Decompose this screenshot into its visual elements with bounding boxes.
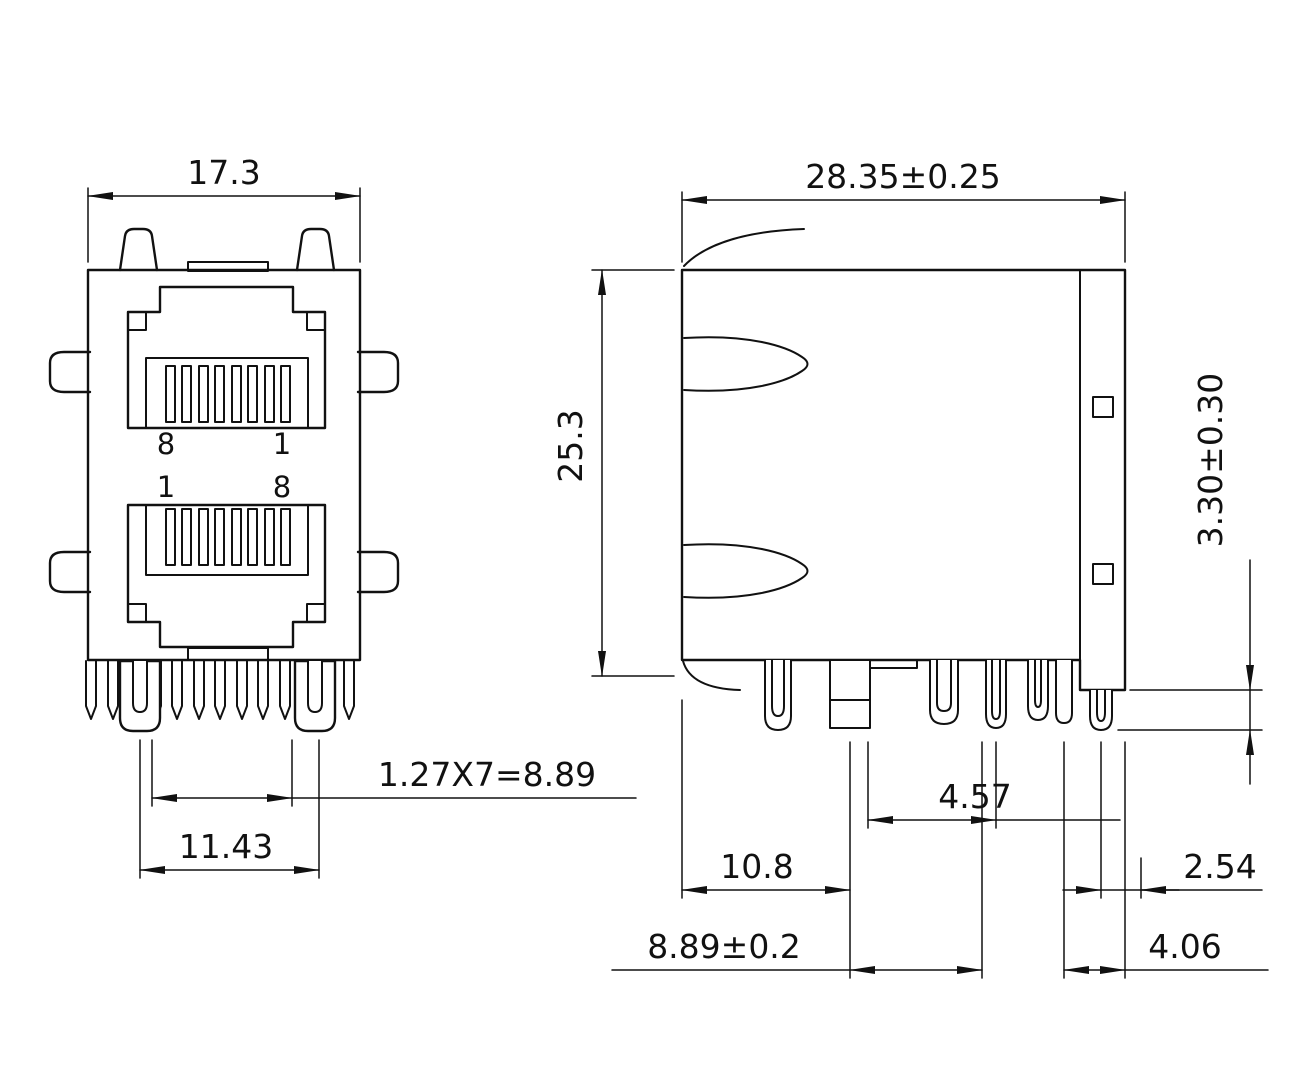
dim-pin-pitch: 1.27X7=8.89	[151, 739, 637, 807]
dim-10-8-text: 10.8	[720, 847, 793, 886]
dim-side-width-text: 28.35±0.25	[805, 157, 1001, 196]
spring-finger-upper	[683, 336, 809, 392]
plastic-post-slot	[771, 659, 785, 717]
upper-port-contacts	[165, 365, 291, 423]
dim-pin-protrusion-text: 3.30±0.30	[1191, 373, 1230, 548]
dim-pin-pitch-text: 1.27X7=8.89	[378, 755, 596, 794]
extension-lines	[591, 269, 675, 677]
dim-front-width: 17.3	[87, 153, 361, 263]
dim-lock-span-text: 11.43	[179, 827, 273, 866]
emi-tab-right-lower	[356, 550, 400, 594]
lower-port-contacts	[165, 508, 291, 566]
emi-tab-left-upper	[48, 350, 92, 394]
contact-pin	[214, 365, 225, 423]
dim-8-89: 8.89±0.2	[611, 741, 983, 979]
upper-port-pin1-label: 1	[273, 427, 291, 461]
dim-side-height: 25.3	[551, 269, 675, 677]
extension-lines	[87, 187, 361, 263]
contact-pin	[181, 508, 192, 566]
upper-port-contact-frame	[145, 357, 309, 429]
flange-pin-slot	[1096, 689, 1106, 722]
dim-pin-protrusion: 3.30±0.30	[1117, 373, 1263, 785]
contact-pin	[181, 365, 192, 423]
contact-pin	[231, 365, 242, 423]
dim-lock-span: 11.43	[139, 739, 320, 879]
lower-port-corner-notches	[127, 603, 326, 623]
lower-port-contact-frame	[145, 504, 309, 576]
side-pins	[764, 659, 1113, 731]
side-body-outline	[680, 268, 1127, 692]
contact-pin	[231, 508, 242, 566]
dim-2-54: 2.54	[1062, 741, 1263, 899]
flange-window-lower	[1092, 563, 1114, 585]
dim-4-06-text: 4.06	[1148, 927, 1221, 966]
contact-pin	[280, 508, 291, 566]
contact-pin	[214, 508, 225, 566]
front-latch-right	[295, 227, 336, 272]
front-view	[48, 227, 400, 733]
upper-port-corner-notches	[127, 311, 326, 331]
side-bottom-whisker	[682, 660, 741, 691]
spring-finger-lower	[683, 543, 809, 599]
side-view	[680, 228, 1127, 731]
extension-lines	[1117, 689, 1263, 731]
extension-lines	[681, 699, 851, 979]
extension-lines	[1063, 741, 1126, 979]
dim-8-89-text: 8.89±0.2	[647, 927, 801, 966]
contact-pin	[280, 365, 291, 423]
extension-lines	[151, 739, 293, 807]
dim-side-width: 28.35±0.25	[681, 157, 1126, 263]
dim-side-height-text: 25.3	[551, 409, 590, 482]
dim-4-57: 4.57	[867, 741, 1121, 829]
side-top-whisker	[683, 228, 805, 267]
front-bottom-recess	[187, 647, 269, 661]
upper-port-pin8-label: 8	[157, 427, 175, 461]
upper-port-outline	[126, 285, 327, 430]
emi-tab-left-lower	[48, 550, 92, 594]
extension-lines	[681, 191, 1126, 263]
dim-4-57-text: 4.57	[938, 777, 1011, 816]
ground-pin-2-slot	[1034, 659, 1042, 708]
lower-port-outline	[126, 503, 327, 649]
emi-tab-right-upper	[356, 350, 400, 394]
extension-lines	[867, 741, 997, 829]
board-lock-right-slot	[307, 660, 323, 713]
signal-pin-2	[1055, 659, 1073, 724]
contact-pin	[264, 508, 275, 566]
ground-pin-1-slot	[936, 659, 952, 712]
dim-2-54-text: 2.54	[1183, 847, 1256, 886]
dimensions: 17.3 1.27X7=8.89 11.43 28.35±0.25 25.3	[87, 153, 1269, 979]
front-latch-left	[118, 227, 159, 272]
front-pin-labels: 8 1 1 8	[157, 427, 291, 504]
extension-lines	[139, 739, 320, 879]
dim-10-8: 10.8	[681, 699, 851, 979]
contact-pin	[247, 365, 258, 423]
contact-pin	[165, 508, 176, 566]
contact-pin	[165, 365, 176, 423]
front-top-recess	[187, 261, 269, 272]
lower-port-pin1-label: 1	[157, 470, 175, 504]
solder-tab	[829, 659, 871, 729]
dim-front-width-text: 17.3	[187, 153, 260, 192]
dim-4-06: 4.06	[1063, 741, 1269, 979]
flange-window-upper	[1092, 396, 1114, 418]
lower-port-pin8-label: 8	[273, 470, 291, 504]
contact-pin	[264, 365, 275, 423]
signal-pin-1-slot	[991, 659, 1001, 720]
board-lock-left-slot	[132, 660, 148, 713]
contact-pin	[198, 508, 209, 566]
contact-pin	[198, 365, 209, 423]
contact-pin	[247, 508, 258, 566]
